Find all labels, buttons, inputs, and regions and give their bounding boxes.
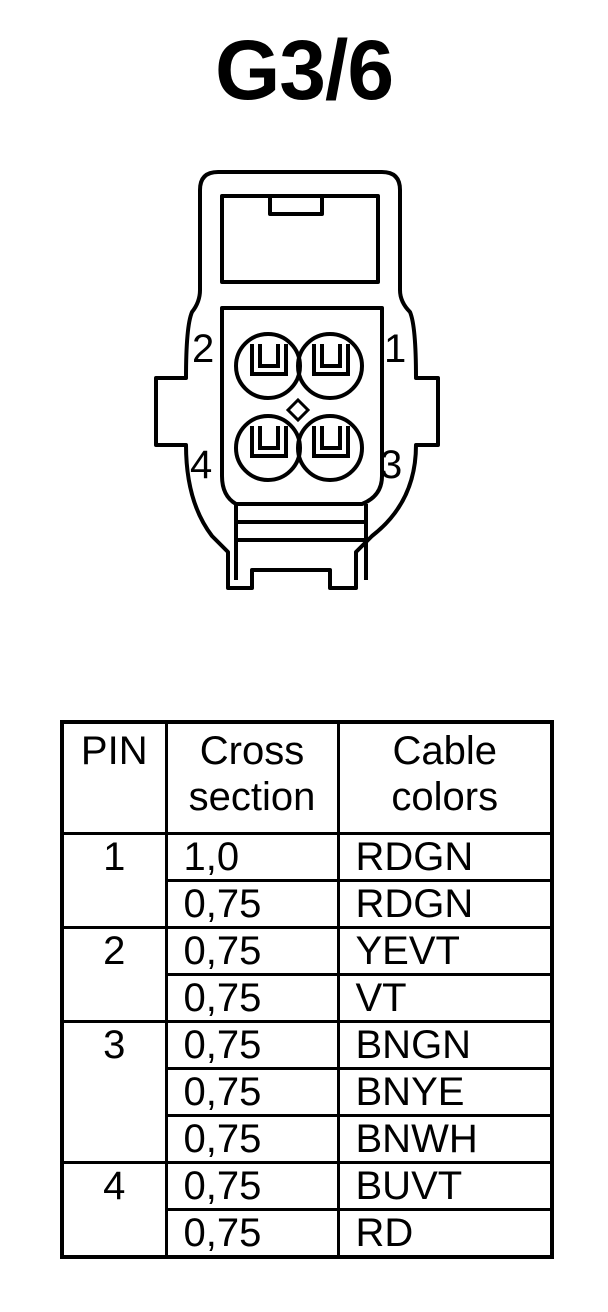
table-row: 0,75 RDGN — [62, 879, 554, 929]
cross-section-value: 0,75 — [164, 1208, 340, 1259]
pin-label-2: 2 — [192, 327, 214, 371]
pin-contact-4 — [250, 426, 288, 458]
pin-number: 1 — [60, 832, 168, 929]
header-cable-colors: Cable colors — [336, 720, 554, 835]
latch-tab — [268, 196, 324, 216]
table-header-row: PIN Cross section Cable colors — [60, 720, 554, 835]
cross-section-value: 0,75 — [164, 1161, 340, 1211]
pin-label-3: 3 — [380, 443, 402, 487]
table-row: 1 1,0 RDGN — [60, 832, 554, 929]
table-row: 0,75 BNYE — [62, 1067, 554, 1117]
pin-cavity — [220, 306, 384, 506]
cross-section-value: 0,75 — [164, 1067, 340, 1117]
latch-window — [220, 194, 380, 284]
cable-color-value: BNYE — [336, 1067, 554, 1117]
header-cross-section: Cross section — [164, 720, 340, 835]
table-row: 0,75 RD — [62, 1208, 554, 1259]
pin-label-4: 4 — [190, 443, 212, 487]
pin-contact-3 — [312, 426, 350, 458]
pin-contact-2 — [250, 344, 288, 376]
cable-color-value: BNGN — [336, 1020, 554, 1070]
table-row: 2 0,75 YEVT — [60, 926, 554, 1023]
pin-label-1: 1 — [384, 327, 406, 371]
cross-section-value: 0,75 — [164, 926, 340, 976]
cable-color-value: YEVT — [336, 926, 554, 976]
header-pin: PIN — [60, 720, 168, 835]
cross-section-value: 0,75 — [164, 1114, 340, 1164]
cross-section-value: 0,75 — [164, 879, 340, 929]
table-row: 3 0,75 BNGN — [60, 1020, 554, 1164]
table-row: 0,75 BNWH — [62, 1114, 554, 1164]
connector-housing — [154, 170, 440, 590]
cross-section-value: 0,75 — [164, 1020, 340, 1070]
center-key-diamond — [285, 397, 311, 423]
cross-section-value: 1,0 — [164, 832, 340, 882]
pin-number: 4 — [60, 1161, 168, 1259]
table-row: 4 0,75 BUVT — [60, 1161, 554, 1259]
pin-socket-3 — [296, 414, 364, 482]
connector-diagram: 2 1 4 3 — [154, 170, 440, 590]
table-row: 0,75 VT — [62, 973, 554, 1023]
pin-assignment-table: PIN Cross section Cable colors 1 1,0 RDG… — [60, 720, 554, 1259]
pin-socket-1 — [296, 332, 364, 400]
pin-number: 3 — [60, 1020, 168, 1164]
cable-color-value: RDGN — [336, 879, 554, 929]
table-body: 1 1,0 RDGN 0,75 RDGN 2 0,75 YEVT 0,75 VT… — [60, 832, 554, 1259]
connector-title: G3/6 — [214, 23, 394, 117]
pin-number: 2 — [60, 926, 168, 1023]
cross-section-value: 0,75 — [164, 973, 340, 1023]
cable-color-value: BNWH — [336, 1114, 554, 1164]
pin-contact-1 — [312, 344, 350, 376]
cable-color-value: VT — [336, 973, 554, 1023]
cable-color-value: RD — [336, 1208, 554, 1259]
cable-color-value: RDGN — [336, 832, 554, 882]
cable-color-value: BUVT — [336, 1161, 554, 1211]
